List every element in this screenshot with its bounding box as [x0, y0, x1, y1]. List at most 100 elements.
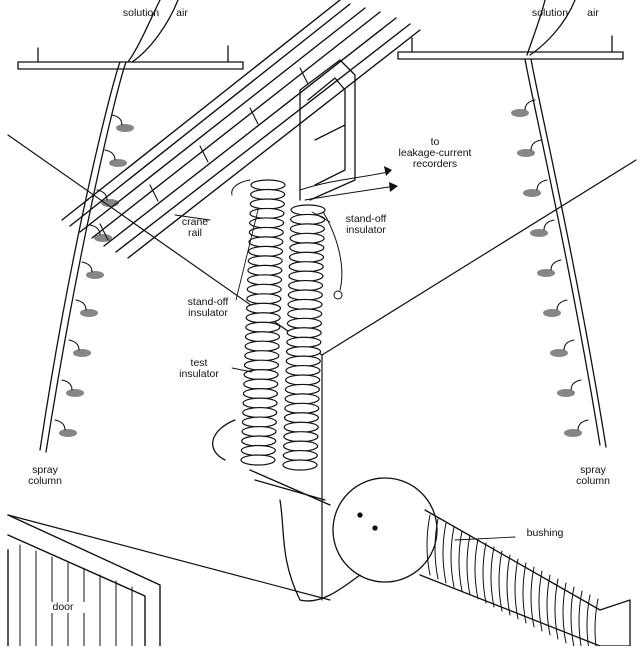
label-test-insulator-line-1: test [190, 357, 208, 369]
insulator-disc [245, 321, 281, 333]
label-air-right: air [587, 7, 599, 19]
spray-mist-left [59, 124, 134, 437]
insulator-disc [286, 336, 322, 348]
insulator-disc [247, 264, 283, 276]
hanger-frame [299, 59, 356, 201]
insulator-disc [283, 431, 319, 443]
insulator-disc [247, 255, 283, 267]
label-solution-right: solution [531, 7, 569, 19]
insulator-disc [287, 308, 323, 320]
label-air-left: air [176, 7, 188, 19]
spray-nozzles-left [54, 114, 123, 431]
leakage-arrow-head [384, 166, 392, 176]
insulator-disc [282, 449, 318, 462]
insulator-disc [284, 393, 320, 405]
bushing-shed [530, 566, 535, 628]
crane-rail [61, 0, 421, 259]
insulator-disc [283, 421, 319, 433]
insulator-disc [240, 444, 276, 457]
label-test-insulator: test insulator [166, 358, 232, 380]
insulator-disc [286, 327, 322, 339]
insulator-disc [250, 188, 286, 201]
label-crane-rail-line-1: crane [181, 216, 209, 228]
label-door: door [38, 602, 88, 613]
label-spray-column-left-line-2: column [28, 475, 62, 487]
bushing-shed [554, 578, 559, 640]
spray-mist-right [511, 109, 582, 437]
spray-rig-left [17, 0, 244, 453]
label-crane-rail-line-2: rail [187, 227, 202, 239]
label-leakage-recorders: to leakage-current recorders [380, 137, 490, 170]
label-standoff-upper-line-2: insulator [346, 224, 386, 236]
insulator-disc [246, 293, 282, 305]
insulator-disc [242, 388, 279, 400]
bushing-shed [522, 562, 527, 624]
bushing-shed [570, 586, 575, 648]
bushing-shed [594, 598, 599, 651]
bushing [332, 477, 631, 647]
label-crane-rail: crane rail [170, 217, 220, 239]
insulator-disc [244, 331, 281, 343]
insulator-disc [245, 312, 281, 324]
insulator-disc [246, 283, 282, 295]
insulator-disc [283, 412, 320, 424]
insulator-disc [249, 198, 285, 210]
bushing-shed [546, 574, 551, 636]
insulator-yoke [212, 419, 361, 602]
insulator-disc [248, 236, 284, 248]
label-leakage-line-1: to [430, 136, 440, 148]
bushing-shed [474, 538, 479, 600]
spray-rig-right [397, 0, 624, 448]
insulator-disc [287, 298, 323, 311]
label-solution-left: solution [122, 7, 160, 19]
insulator-disc [242, 406, 278, 419]
label-standoff-left-line-2: insulator [188, 307, 228, 319]
insulator-disc [246, 274, 283, 286]
label-standoff-upper-line-1: stand-off [345, 213, 387, 225]
insulator-disc [288, 279, 324, 292]
bushing-shed [458, 530, 463, 592]
label-spray-column-left: spray column [20, 465, 70, 487]
label-leakage-line-3: recorders [412, 158, 458, 170]
insulator-disc [245, 302, 282, 314]
label-spray-column-left-line-1: spray [32, 464, 58, 476]
bushing-shed [490, 546, 495, 608]
insulator-disc [248, 226, 284, 239]
insulator-string-left [240, 179, 286, 466]
insulator-disc [241, 416, 277, 428]
bushing-shed [450, 526, 455, 588]
bushing-shed [426, 514, 431, 576]
insulator-disc [249, 207, 285, 220]
insulator-disc [282, 440, 319, 452]
label-standoff-left: stand-off insulator [168, 297, 248, 319]
label-leakage-line-2: leakage-current [398, 147, 472, 159]
insulator-disc [285, 364, 321, 377]
insulator-disc [285, 374, 321, 386]
insulator-disc [284, 383, 320, 396]
bushing-shed [506, 554, 511, 616]
leakage-arrow-head-2 [389, 182, 398, 192]
bushing-shed [442, 522, 447, 584]
insulator-disc [287, 289, 323, 301]
insulator-disc [285, 355, 321, 367]
insulator-disc [289, 223, 326, 235]
insulator-disc [288, 261, 324, 273]
insulator-disc [243, 378, 279, 390]
insulator-disc [241, 435, 277, 447]
bushing-shed [514, 558, 519, 620]
insulator-disc [247, 245, 284, 257]
bushing-shed [466, 534, 471, 596]
label-leaders [174, 209, 516, 541]
insulator-disc [286, 317, 323, 329]
label-spray-column-right-line-1: spray [580, 464, 606, 476]
insulator-disc [285, 346, 322, 358]
label-test-insulator-line-2: insulator [179, 368, 219, 380]
bushing-shed [482, 542, 487, 604]
insulator-disc [288, 251, 325, 263]
insulator-disc [288, 270, 324, 282]
insulator-disc [284, 402, 320, 414]
insulator-disc [244, 350, 280, 362]
label-standoff-upper: stand-off insulator [326, 214, 406, 236]
door-panels [19, 544, 133, 647]
